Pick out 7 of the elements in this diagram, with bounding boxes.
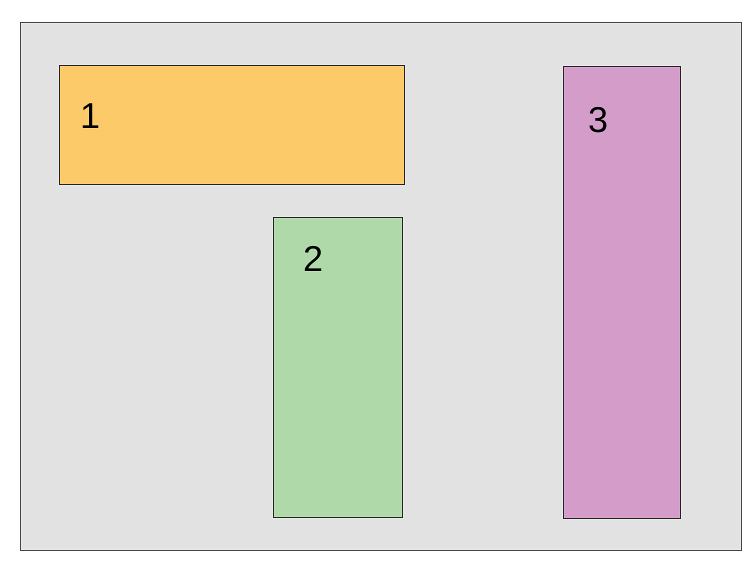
outer-panel	[20, 22, 742, 551]
region-number: 1	[80, 98, 100, 134]
region-number: 2	[303, 241, 324, 277]
region-number: 3	[588, 102, 608, 138]
region-block	[59, 65, 405, 185]
region-block	[563, 66, 681, 519]
region-block	[273, 217, 403, 518]
